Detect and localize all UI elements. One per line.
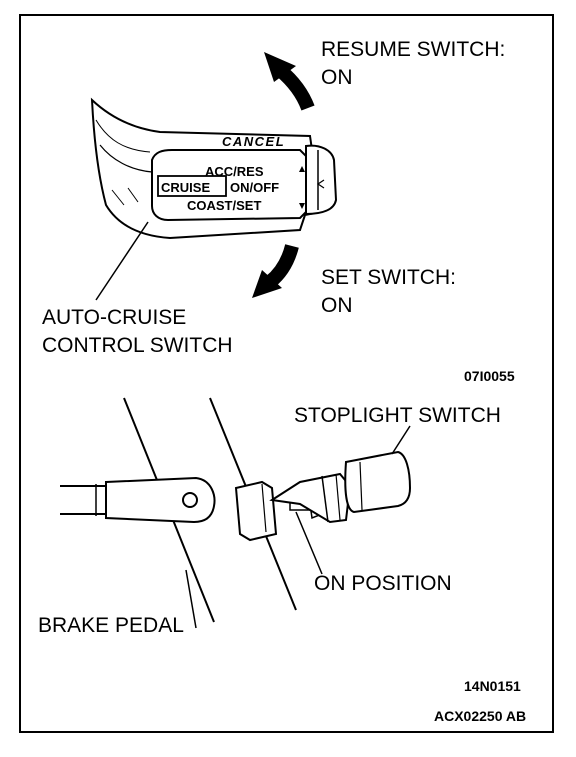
set-switch-state: ON — [321, 294, 353, 317]
acc-res-label: ACC/RES — [205, 164, 264, 179]
resume-switch-state: ON — [321, 66, 353, 89]
brake-pedal-label: BRAKE PEDAL — [38, 614, 184, 637]
resume-arrow-shaft — [275, 64, 315, 111]
auto-cruise-label-line1: AUTO-CRUISE — [42, 306, 187, 329]
sheet-code: ACX02250 AB — [434, 708, 527, 724]
stoplight-switch-label: STOPLIGHT SWITCH — [294, 404, 501, 427]
set-arrow-head — [252, 270, 282, 298]
resume-arrow-head — [264, 52, 296, 82]
resume-switch-label: RESUME SWITCH: — [321, 38, 506, 61]
cruise-button-box — [157, 175, 227, 197]
on-position-leader — [295, 511, 323, 575]
on-off-label: ON/OFF — [230, 180, 279, 195]
cruise-lever-illustration — [90, 97, 338, 240]
figure-code-top: 07I0055 — [464, 368, 515, 384]
cruise-label: CRUISE — [161, 180, 210, 195]
coast-set-label: COAST/SET — [187, 198, 261, 213]
figure-frame — [19, 14, 554, 733]
set-arrow-shaft — [265, 244, 299, 288]
figure-code-bottom: 14N0151 — [464, 678, 521, 694]
brake-pedal-illustration — [60, 397, 412, 623]
cruise-switch-leader — [95, 221, 149, 301]
brake-pedal-leader — [185, 569, 197, 629]
stoplight-leader — [391, 425, 411, 455]
set-switch-label: SET SWITCH: — [321, 266, 456, 289]
auto-cruise-label-line2: CONTROL SWITCH — [42, 334, 233, 357]
cancel-label: CANCEL — [222, 134, 285, 149]
on-position-label: ON POSITION — [314, 572, 452, 595]
